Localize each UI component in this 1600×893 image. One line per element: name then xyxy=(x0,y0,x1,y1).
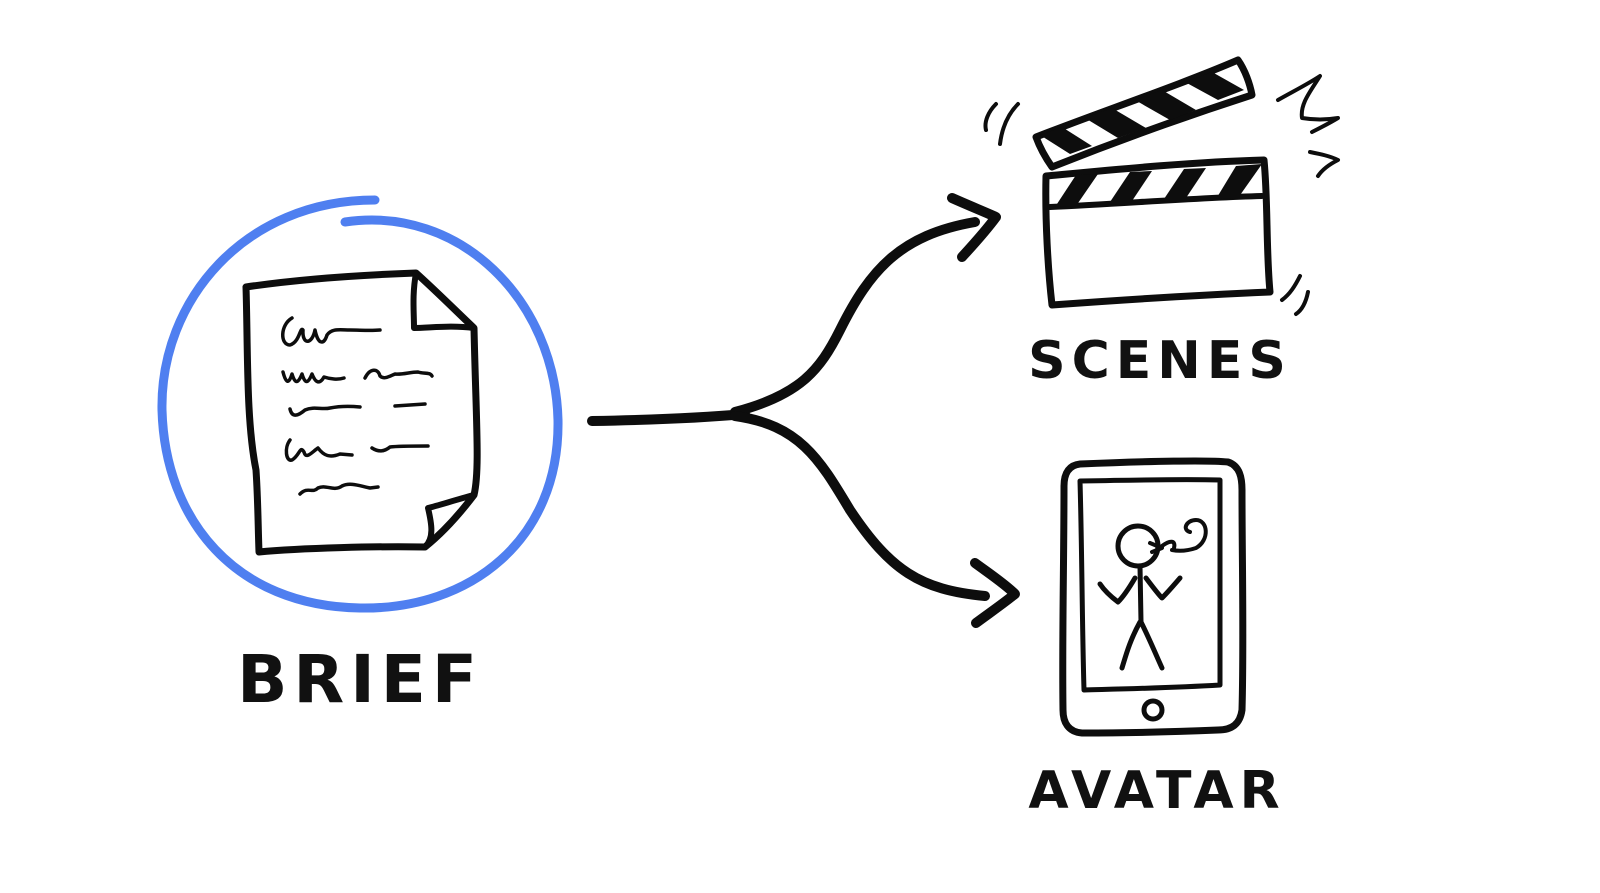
avatar-label: AVATAR xyxy=(1028,761,1285,821)
arrowhead-scenes-icon xyxy=(947,193,1001,262)
arrowhead-avatar-icon xyxy=(970,558,1020,628)
scenes-label: SCENES xyxy=(1028,331,1292,391)
clapperboard-icon xyxy=(983,56,1340,316)
brief-highlight-circle xyxy=(157,195,563,613)
brief-node: BRIEF xyxy=(157,195,563,718)
main-stem-line xyxy=(587,409,750,426)
branch-connector xyxy=(587,193,1020,628)
edge-brief-to-avatar xyxy=(730,411,990,601)
edge-brief-to-scenes xyxy=(730,217,980,417)
phone-avatar-icon xyxy=(1059,457,1247,737)
scenes-node: SCENES xyxy=(983,56,1340,391)
brief-label: BRIEF xyxy=(237,641,483,718)
avatar-node: AVATAR xyxy=(1028,457,1285,821)
document-icon xyxy=(242,269,481,556)
